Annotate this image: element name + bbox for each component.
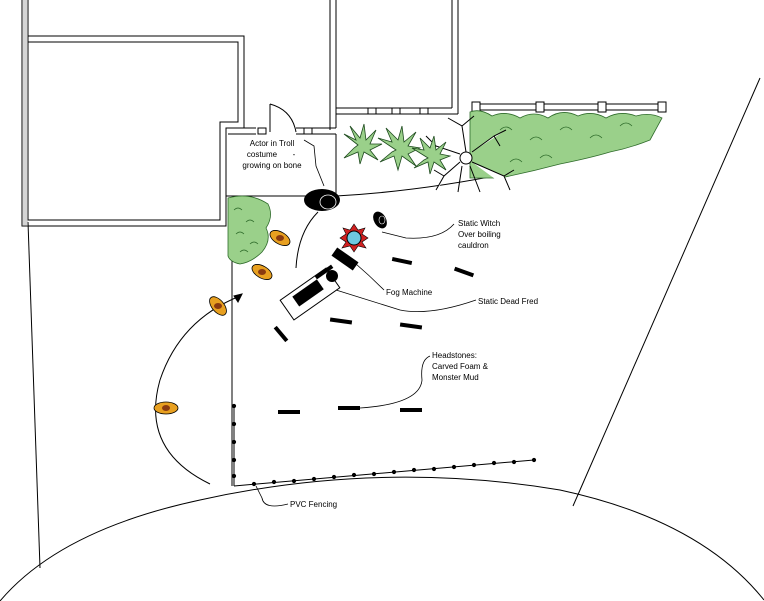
label-actor-line3: growing on bone — [242, 161, 302, 170]
cauldron-icon — [339, 223, 369, 253]
headstone — [400, 408, 422, 412]
walking-visitor-icon — [153, 401, 179, 415]
fence-post — [597, 101, 607, 113]
curved-driveway — [0, 476, 764, 601]
pvc-fencing — [231, 403, 537, 487]
headstone — [391, 256, 413, 266]
yard-boundary — [0, 77, 764, 601]
label-actor-line2: costume — [247, 150, 278, 159]
bare-tree-icon — [425, 115, 515, 193]
callout-leaders — [255, 139, 477, 507]
label-pvc-fencing: PVC Fencing — [290, 500, 337, 509]
walking-visitor-icon — [209, 296, 227, 316]
palm-plant-icon — [343, 123, 383, 165]
path-arrow-icon — [233, 293, 243, 303]
label-headstones-line3: Monster Mud — [432, 373, 479, 382]
palm-plant-icon — [411, 135, 452, 175]
label-witch: Static Witch Over boiling cauldron — [458, 219, 501, 250]
label-actor-dash: - — [293, 150, 296, 159]
headstone — [273, 325, 289, 343]
witch-icon — [373, 211, 387, 229]
shrub-cluster — [227, 195, 271, 265]
garden-fence — [471, 101, 667, 113]
house-walls — [21, 0, 459, 227]
lying-body-icon — [279, 264, 341, 321]
label-witch-line3: cauldron — [458, 241, 489, 250]
headstone — [278, 410, 300, 414]
right-property-line — [572, 77, 761, 507]
headstone — [453, 266, 475, 278]
walking-visitor-icon — [269, 230, 291, 246]
label-actor-line1: Actor in Troll — [250, 139, 295, 148]
label-headstones-line1: Headstones: — [432, 351, 477, 360]
headstone — [329, 317, 353, 325]
label-dead-fred: Static Dead Fred — [478, 297, 538, 306]
troll-actor-icon — [304, 189, 340, 211]
door-swing — [269, 103, 297, 133]
walking-visitor-icon — [251, 264, 273, 280]
headstone — [338, 406, 360, 410]
fog-machine-icon — [331, 247, 359, 271]
fence-post — [535, 101, 545, 113]
label-headstones: Headstones: Carved Foam & Monster Mud — [432, 351, 489, 382]
label-fog-machine: Fog Machine — [386, 288, 433, 297]
label-witch-line1: Static Witch — [458, 219, 500, 228]
fence-post — [657, 101, 667, 113]
visitor-path — [155, 211, 319, 485]
hedge-row — [469, 110, 663, 179]
palm-plant-icon — [377, 125, 422, 172]
label-actor: Actor in Troll costume - growing on bone — [242, 139, 302, 170]
left-property-line — [27, 221, 41, 569]
headstones — [273, 256, 475, 414]
headstone — [399, 322, 423, 330]
label-witch-line2: Over boiling — [458, 230, 501, 239]
label-headstones-line2: Carved Foam & — [432, 362, 489, 371]
